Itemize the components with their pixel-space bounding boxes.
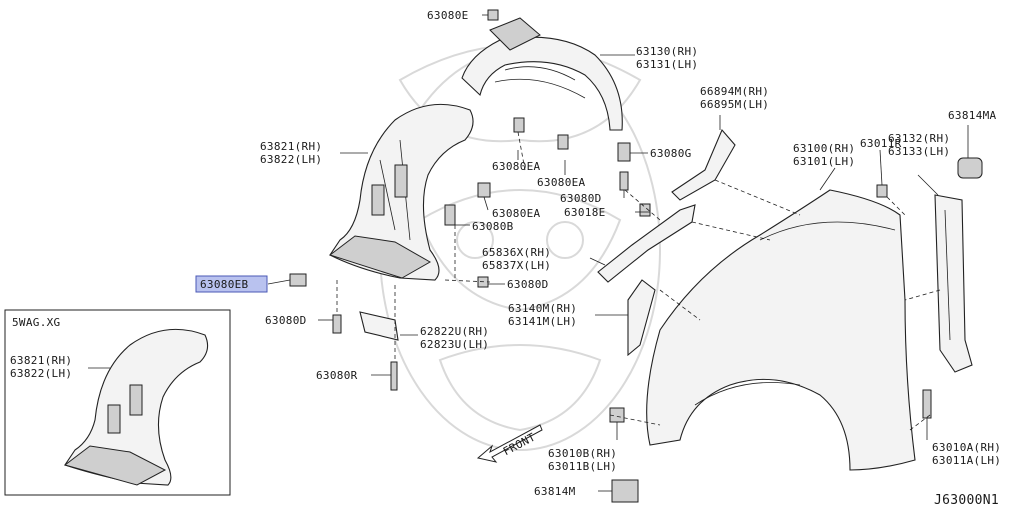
assembly-lines xyxy=(336,131,941,431)
label-62823U[interactable]: 62823U(LH) xyxy=(420,338,489,351)
pad-63814M[interactable] xyxy=(611,479,639,503)
label-63080EA-1[interactable]: 63080EA xyxy=(492,160,541,173)
label-63010A[interactable]: 63010A(RH) xyxy=(932,441,1001,454)
cover-62822U[interactable] xyxy=(359,311,399,341)
inset-title: 5WAG.XG xyxy=(12,316,60,329)
nut-63080EB[interactable] xyxy=(289,273,307,287)
fender-seal-63132[interactable] xyxy=(934,194,973,373)
label-63080EA-2[interactable]: 63080EA xyxy=(537,176,586,189)
label-63133[interactable]: 63133(LH) xyxy=(888,145,950,158)
label-65837X[interactable]: 65837X(LH) xyxy=(482,259,551,272)
arrow-down-left-icon xyxy=(476,424,543,463)
clip-63080E[interactable] xyxy=(487,9,499,21)
label-63140M[interactable]: 63140M(RH) xyxy=(508,302,577,315)
bracket-63140M[interactable] xyxy=(627,279,656,357)
pad-63814MA[interactable] xyxy=(957,157,983,179)
label-63131[interactable]: 63131(LH) xyxy=(636,58,698,71)
label-63080EB[interactable]: 63080EB xyxy=(200,278,249,291)
label-63011R[interactable]: 63011R xyxy=(860,137,902,150)
label-65836X[interactable]: 65836X(RH) xyxy=(482,246,551,259)
label-63010B[interactable]: 63010B(RH) xyxy=(548,447,617,460)
label-63822[interactable]: 63822(LH) xyxy=(260,153,322,166)
inset-panel xyxy=(4,309,231,496)
fender-liner-63821[interactable] xyxy=(328,103,474,281)
label-63080D-1[interactable]: 63080D xyxy=(560,192,602,205)
rear-fender-liner-63130[interactable] xyxy=(461,17,623,131)
label-63814M[interactable]: 63814M xyxy=(534,485,576,498)
inset-label-63822[interactable]: 63822(LH) xyxy=(10,367,72,380)
bolt-63010A[interactable] xyxy=(922,389,932,419)
label-63080EA-3[interactable]: 63080EA xyxy=(492,207,541,220)
label-63080E[interactable]: 63080E xyxy=(427,9,469,22)
label-63100[interactable]: 63100(RH) xyxy=(793,142,855,155)
label-63080G[interactable]: 63080G xyxy=(650,147,692,160)
label-63011A[interactable]: 63011A(LH) xyxy=(932,454,1001,467)
label-63080R[interactable]: 63080R xyxy=(316,369,358,382)
label-62822U[interactable]: 62822U(RH) xyxy=(420,325,489,338)
label-63101[interactable]: 63101(LH) xyxy=(793,155,855,168)
label-63018E[interactable]: 63018E xyxy=(564,206,606,219)
label-63080D-3[interactable]: 63080D xyxy=(265,314,307,327)
diagram-code: J63000N1 xyxy=(934,493,999,508)
label-63080B[interactable]: 63080B xyxy=(472,220,514,233)
label-63011B[interactable]: 63011B(LH) xyxy=(548,460,617,473)
grommet-63080G[interactable] xyxy=(617,142,631,162)
clip-63018E[interactable] xyxy=(639,203,651,217)
screw-63080D-lower[interactable] xyxy=(332,314,342,334)
clip-63011R[interactable] xyxy=(876,184,888,198)
label-63821[interactable]: 63821(RH) xyxy=(260,140,322,153)
label-63814MA[interactable]: 63814MA xyxy=(948,109,997,122)
inset-label-63821[interactable]: 63821(RH) xyxy=(10,354,72,367)
label-66895M[interactable]: 66895M(LH) xyxy=(700,98,769,111)
clip-63080EA-mid[interactable] xyxy=(557,134,569,150)
front-label: FRONT xyxy=(501,430,538,458)
label-63132[interactable]: 63132(RH) xyxy=(888,132,950,145)
label-63080D-2[interactable]: 63080D xyxy=(507,278,549,291)
rivet-63080R[interactable] xyxy=(390,361,398,391)
bracket-65836X[interactable] xyxy=(597,204,696,283)
molding-66894M[interactable] xyxy=(671,128,736,201)
clip-63080EA-lower[interactable] xyxy=(477,182,491,198)
clip-63080B[interactable] xyxy=(444,204,456,226)
front-fender-63100[interactable] xyxy=(646,189,916,471)
inset-fender-liner[interactable] xyxy=(63,328,209,486)
label-63130[interactable]: 63130(RH) xyxy=(636,45,698,58)
part-labels: 63080E 63130(RH) 63131(LH) 66894M(RH) 66… xyxy=(10,9,1001,508)
nut-63010B[interactable] xyxy=(609,407,625,423)
highlight-63080EB xyxy=(195,275,268,293)
label-63141M[interactable]: 63141M(LH) xyxy=(508,315,577,328)
label-66894M[interactable]: 66894M(RH) xyxy=(700,85,769,98)
leader-lines xyxy=(267,14,969,492)
clip-63080EA-upper[interactable] xyxy=(513,117,525,133)
screw-63080D-upper[interactable] xyxy=(619,171,629,191)
